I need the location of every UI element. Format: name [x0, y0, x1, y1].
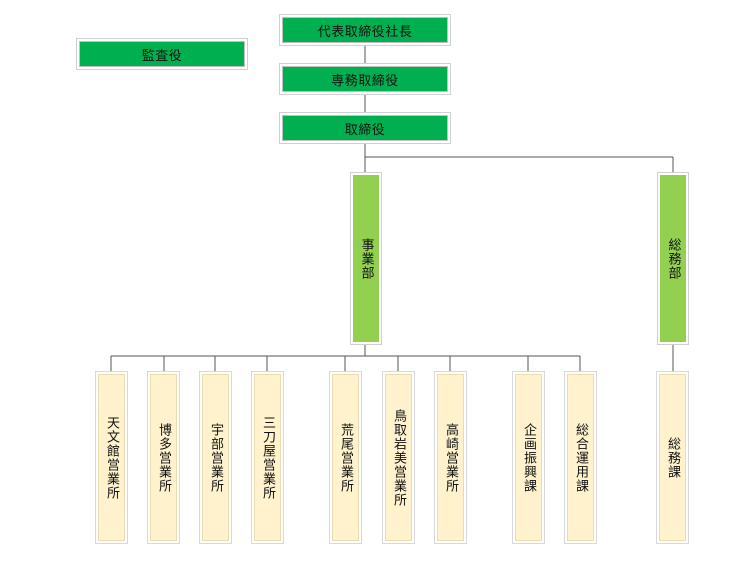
director-label: 取締役 — [344, 122, 386, 138]
business-dept-label: 事業部 — [358, 237, 374, 280]
auditor-label: 監査役 — [141, 48, 183, 64]
office-label: 宇部営業所 — [208, 422, 223, 493]
office-label: 鳥取岩美営業所 — [391, 408, 406, 507]
office-box-3: 宇部営業所 — [202, 374, 229, 541]
director-box: 取締役 — [282, 115, 448, 141]
office-box-1: 天文館営業所 — [98, 374, 125, 541]
section-box-general-affairs: 総務課 — [659, 374, 686, 541]
office-label: 三刀屋営業所 — [260, 415, 275, 500]
section-box-operations: 総合運用課 — [567, 374, 594, 541]
business-dept-box: 事業部 — [353, 175, 379, 342]
president-label: 代表取締役社長 — [317, 24, 413, 40]
office-box-4: 三刀屋営業所 — [254, 374, 281, 541]
office-box-2: 博多営業所 — [150, 374, 177, 541]
section-label: 総務課 — [665, 436, 680, 479]
office-box-7: 高崎営業所 — [437, 374, 464, 541]
auditor-box: 監査役 — [79, 41, 245, 67]
office-box-6: 鳥取岩美営業所 — [385, 374, 412, 541]
senior-director-box: 専務取締役 — [282, 66, 448, 92]
section-label: 総合運用課 — [573, 422, 588, 493]
office-label: 天文館営業所 — [104, 415, 119, 500]
section-label: 企画振興課 — [521, 422, 536, 493]
senior-director-label: 専務取締役 — [331, 73, 399, 89]
president-box: 代表取締役社長 — [282, 17, 448, 43]
office-box-5: 荒尾営業所 — [332, 374, 359, 541]
general-affairs-dept-label: 総務部 — [665, 237, 681, 280]
office-label: 荒尾営業所 — [338, 422, 353, 493]
office-label: 高崎営業所 — [443, 422, 458, 493]
general-affairs-dept-box: 総務部 — [660, 175, 686, 342]
section-box-planning: 企画振興課 — [515, 374, 542, 541]
office-label: 博多営業所 — [156, 422, 171, 493]
